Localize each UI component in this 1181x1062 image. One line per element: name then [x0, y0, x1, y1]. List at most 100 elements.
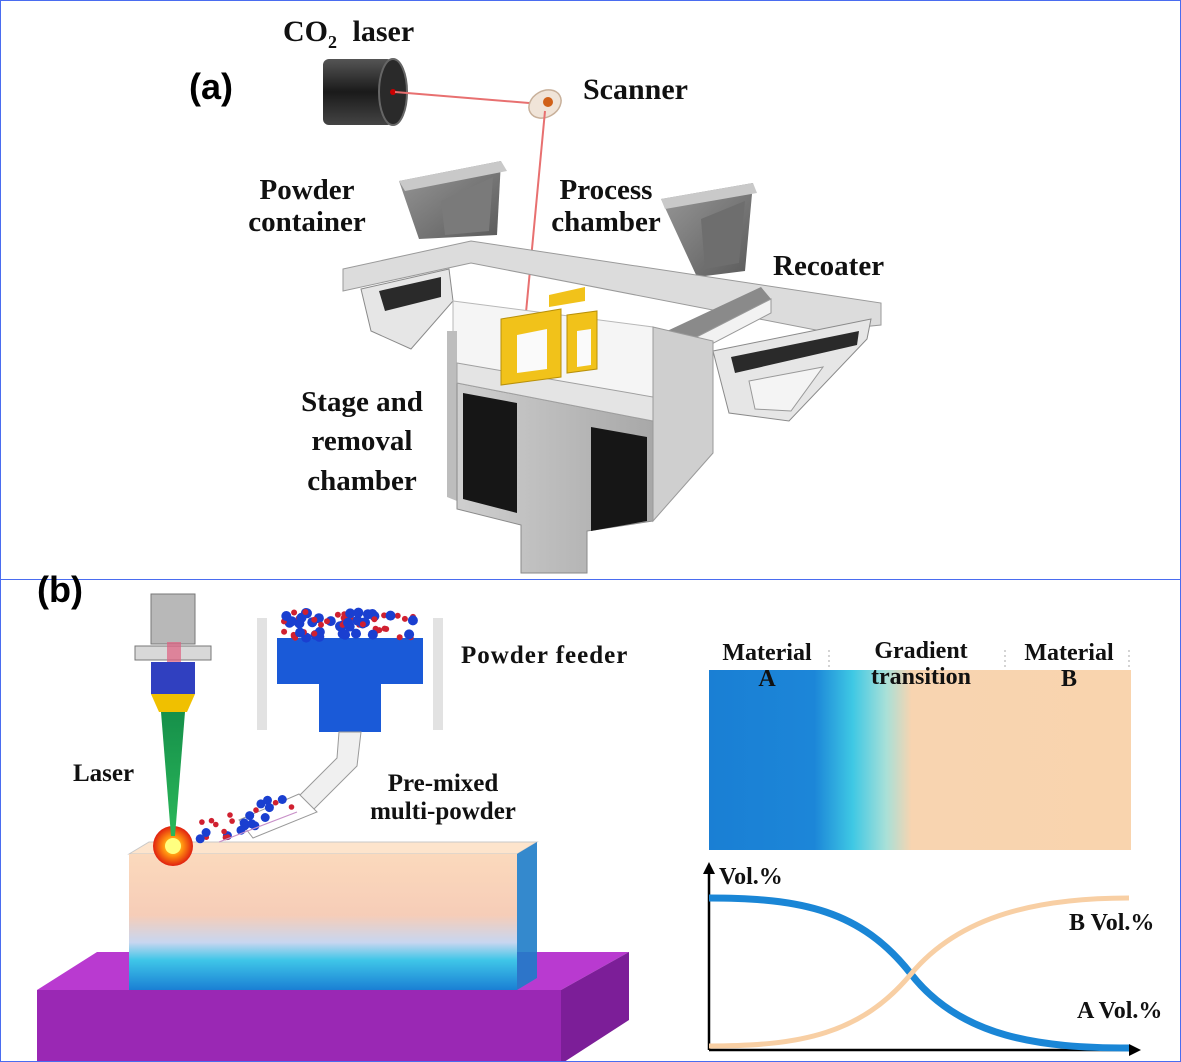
process-chamber-illustration	[447, 300, 714, 574]
stage-line3: chamber	[307, 464, 417, 497]
y-axis-arrow	[703, 862, 715, 874]
scanner-icon	[528, 89, 562, 119]
panel-a-sls-setup: (a) CO2 laser Scanner Powder container P…	[1, 1, 1180, 581]
powder-particle	[385, 610, 396, 621]
scanner-label: Scanner	[583, 73, 688, 106]
gradient-line2: transition	[870, 664, 971, 691]
powder-particle	[295, 627, 305, 638]
co2-label-text: CO	[283, 15, 328, 48]
sls-machine-illustration	[323, 58, 882, 574]
powder-particle	[340, 629, 351, 640]
powder-particle	[311, 630, 318, 637]
powder-particle	[318, 621, 324, 628]
laser-word-label: laser	[352, 15, 415, 48]
powder-particle	[343, 617, 353, 628]
stream-particle	[227, 812, 233, 818]
powder-particle	[353, 607, 364, 618]
ded-illustration	[37, 593, 1141, 1061]
right-powder-container-icon	[661, 183, 757, 277]
powder-particle	[394, 612, 401, 619]
powder-particle	[367, 629, 378, 640]
curve-a-volume	[708, 894, 1130, 1052]
stream-particle	[250, 821, 260, 831]
laser-beam-horizontal	[394, 91, 542, 105]
material-gradient-bar	[709, 670, 1131, 850]
stream-particle	[277, 795, 287, 804]
powder-particle	[351, 628, 361, 639]
stage-removal-chamber-label: Stage and removal chamber	[281, 383, 443, 501]
powder-particle	[407, 615, 418, 626]
powder-particle	[302, 609, 309, 615]
panel-a-tag: (a)	[189, 66, 233, 107]
process-chamber-line2: chamber	[551, 205, 661, 238]
laser-label: Laser	[73, 760, 135, 787]
laser-nozzle-icon	[134, 593, 212, 712]
printed-part-icon	[500, 287, 598, 386]
material-a-label: Material A	[707, 640, 827, 693]
powder-particle	[311, 616, 318, 623]
powder-container-label: Powder container	[237, 174, 377, 239]
left-powder-container-icon	[399, 161, 507, 239]
recoater-label: Recoater	[773, 250, 885, 282]
stream-particle	[260, 813, 270, 822]
vol-percent-plot	[703, 862, 1141, 1056]
gradient-transition-label: Gradient transition	[853, 638, 989, 691]
stream-particle	[213, 821, 219, 828]
powder-particle	[334, 611, 341, 618]
powder-particle	[286, 616, 297, 627]
material-b-label: Material B	[1009, 640, 1129, 693]
vol-axis-label: Vol.%	[719, 864, 783, 890]
laser-beam-vertical	[524, 110, 546, 324]
deposited-gradient-block	[127, 841, 539, 990]
stream-particle	[256, 799, 266, 809]
powder-container-line2: container	[248, 205, 366, 238]
stream-particle	[245, 811, 255, 821]
material-b-line1: Material	[1024, 640, 1114, 666]
powder-particle	[381, 625, 388, 632]
powder-particle	[376, 627, 383, 634]
powder-stream	[195, 795, 295, 844]
melt-pool-icon	[153, 826, 193, 866]
material-a-line1: Material	[722, 640, 812, 666]
powder-particles	[281, 607, 418, 643]
panel-b-ded-setup: (b) Powder feeder Laser Pre-mixed multi-…	[1, 572, 1180, 1061]
stage-line2: removal	[311, 425, 413, 458]
premixed-line2: multi-powder	[353, 797, 533, 825]
stream-particle	[288, 804, 295, 810]
stream-particle	[253, 807, 259, 813]
stream-particle	[199, 819, 205, 825]
powder-particle	[404, 629, 415, 640]
co2-laser-icon	[323, 58, 408, 126]
a-vol-label: A Vol.%	[1077, 998, 1163, 1024]
stream-particle	[221, 828, 227, 835]
stream-particle	[229, 818, 235, 824]
process-chamber-line1: Process	[559, 174, 653, 206]
material-a-line2: A	[758, 666, 776, 693]
powder-particle	[291, 609, 298, 616]
stream-particle	[195, 834, 205, 844]
panel-b-tag: (b)	[37, 569, 83, 610]
curve-b-volume	[708, 895, 1130, 1049]
stream-particle	[208, 817, 215, 824]
stream-particle	[201, 828, 211, 837]
stream-particle	[264, 803, 274, 813]
powder-particle	[345, 608, 356, 619]
powder-container-line1: Powder	[259, 174, 355, 206]
material-b-line2: B	[1060, 666, 1077, 693]
powder-particle	[401, 615, 408, 622]
x-axis-arrow	[1129, 1044, 1141, 1056]
powder-particle	[281, 628, 288, 635]
powder-particle	[371, 616, 378, 623]
co2-subscript: 2	[328, 32, 337, 52]
b-vol-label: B Vol.%	[1069, 910, 1155, 936]
powder-particle	[396, 634, 403, 641]
stream-particle	[263, 795, 272, 805]
powder-feeder-icon	[257, 607, 443, 732]
powder-particle	[359, 621, 366, 628]
stage-line1: Stage and	[301, 386, 423, 418]
premixed-line1: Pre-mixed	[387, 770, 499, 797]
stream-edge	[218, 811, 298, 843]
stream-particle	[272, 799, 279, 806]
powder-particle	[362, 609, 373, 620]
